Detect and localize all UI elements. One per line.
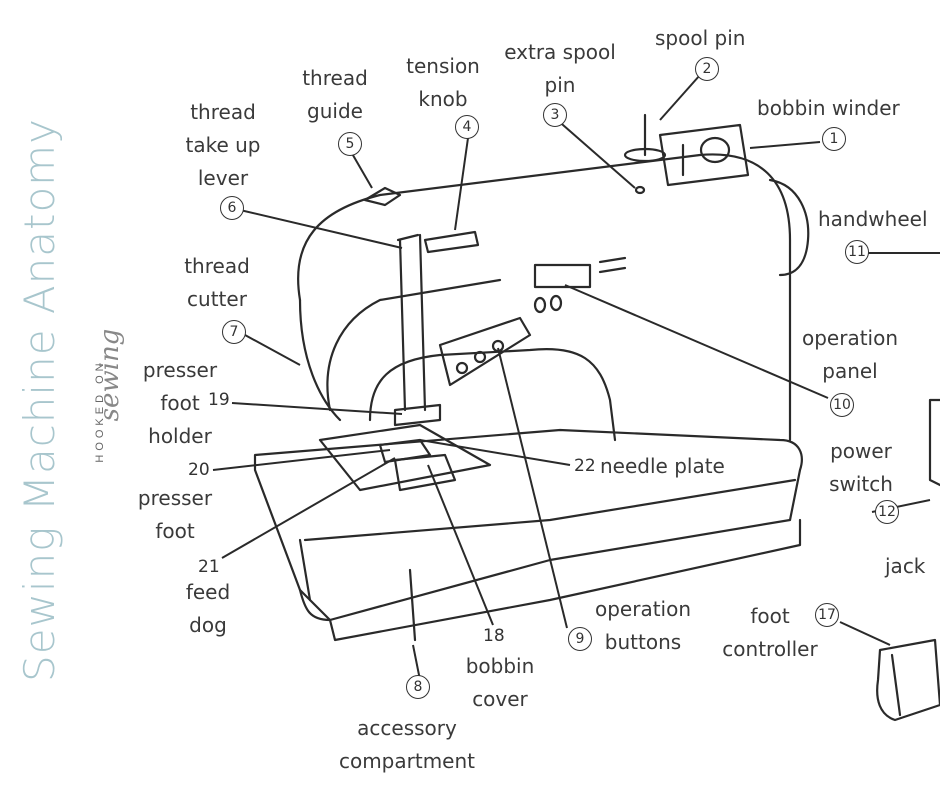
label-foot-controller: foot controller — [722, 604, 818, 661]
label-power-switch: power switch — [829, 439, 893, 496]
label-spool-pin: spool pin — [655, 26, 746, 50]
machine-arm — [297, 153, 792, 442]
bobbin-winder-shape — [658, 123, 750, 187]
callout-12: 12 — [875, 500, 899, 524]
label-bobbin-cover: bobbin cover — [465, 654, 535, 711]
label-extra-spool-pin: extra spool pin — [504, 40, 616, 97]
arm-cavity — [368, 348, 617, 442]
presser-foot-shape — [378, 438, 432, 464]
side-panel-shape — [928, 398, 940, 487]
needle-bar — [398, 238, 407, 412]
callout-10: 10 — [830, 393, 854, 417]
label-needle-plate: needle plate — [600, 454, 725, 478]
callout-5: 5 — [338, 132, 362, 156]
foot-controller-shape — [876, 638, 940, 722]
callout-4: 4 — [455, 115, 479, 139]
label-handwheel: handwheel — [818, 207, 928, 231]
callout-11: 11 — [845, 240, 869, 264]
callout-7: 7 — [222, 320, 246, 344]
callout-17: 17 — [815, 603, 839, 627]
label-thread-cutter: thread cutter — [184, 254, 250, 311]
callout-21: 21 — [198, 557, 220, 577]
needle-plate-shape — [318, 423, 492, 492]
callout-1: 1 — [822, 127, 846, 151]
label-presser-foot: presser foot — [137, 486, 213, 543]
operation-buttons-shape — [438, 316, 532, 387]
label-accessory-compartment: accessory compartment — [338, 716, 476, 773]
callout-18: 18 — [483, 626, 505, 646]
accessory-compartment-shape — [298, 538, 312, 602]
callout-19: 19 — [208, 390, 230, 410]
callout-8: 8 — [406, 675, 430, 699]
bobbin-cover-shape — [393, 453, 457, 492]
callout-9: 9 — [568, 627, 592, 651]
label-operation-buttons: operation buttons — [594, 597, 692, 654]
label-bobbin-winder: bobbin winder — [757, 96, 900, 120]
machine-base — [253, 428, 803, 622]
callout-22: 22 — [574, 456, 596, 476]
callout-2: 2 — [695, 57, 719, 81]
thread-guide-shape — [363, 186, 402, 207]
label-jack: jack — [885, 554, 926, 578]
callout-3: 3 — [543, 103, 567, 127]
label-thread-guide: thread guide — [302, 66, 368, 123]
operation-panel-display — [533, 263, 592, 289]
callout-20: 20 — [188, 460, 210, 480]
label-thread-take-up-lever: thread take up lever — [185, 100, 261, 190]
callout-6: 6 — [220, 196, 244, 220]
label-presser-foot-holder: presser foot holder — [142, 358, 218, 448]
label-operation-panel: operation panel — [801, 326, 899, 383]
handwheel-shape — [768, 178, 810, 277]
label-feed-dog: feed dog — [185, 580, 231, 637]
tension-knob-shape — [423, 230, 480, 254]
label-tension-knob: tension knob — [406, 54, 480, 111]
